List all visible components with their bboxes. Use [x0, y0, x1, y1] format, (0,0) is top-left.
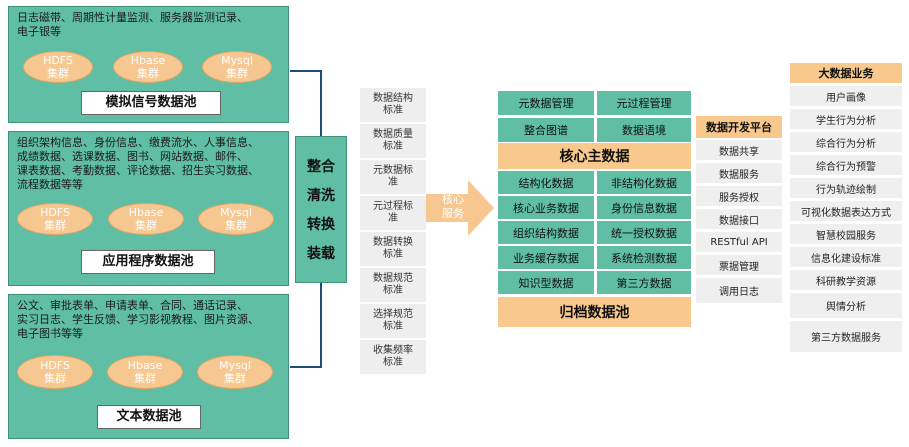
core-grid-item: 组织结构数据	[498, 221, 594, 244]
platform-item: 服务授权	[696, 186, 782, 206]
core-grid-item: 核心业务数据	[498, 196, 594, 219]
core-grid-item: 结构化数据	[498, 171, 594, 194]
business-item: 用户画像	[790, 86, 902, 106]
core-grid-item: 第三方数据	[597, 271, 691, 294]
core-grid-item: 身份信息数据	[597, 196, 691, 219]
business-item: 科研教学资源	[790, 270, 902, 290]
core-grid-item: 业务缓存数据	[498, 246, 594, 269]
business-item: 可视化数据表达方式	[790, 201, 902, 221]
pool-description: 组织架构信息、身份信息、缴费流水、人事信息、 成绩数据、选课数据、图书、网站数据…	[17, 136, 259, 191]
platform-item: 调用日志	[696, 278, 782, 303]
core-top-item: 元数据管理	[498, 91, 594, 115]
platform-title: 数据开发平台	[696, 116, 782, 138]
core-grid-item: 统一授权数据	[597, 221, 691, 244]
business-item: 综合行为分析	[790, 132, 902, 152]
platform-item: RESTful API	[696, 232, 782, 252]
platform-item: 数据服务	[696, 163, 782, 183]
standard-item: 数据规范标准	[360, 268, 426, 302]
core-top-item: 元过程管理	[597, 91, 691, 115]
standard-item: 收集频率标准	[360, 340, 426, 374]
standards-column: 数据结构标准 数据质量标准 元数据标准 元过程标准 数据转换标准 数据规范标准 …	[360, 88, 426, 378]
process-box: 整合 清洗 转换 装载	[295, 136, 347, 283]
platform-item: 票据管理	[696, 255, 782, 275]
core-service-arrow	[426, 180, 494, 236]
business-title: 大数据业务	[790, 63, 902, 83]
core-grid-item: 系统检测数据	[597, 246, 691, 269]
pool-text: 公文、审批表单、申请表单、合同、通话记录、 实习日志、学生反馈、学习影视教程、图…	[8, 294, 289, 439]
platform-item: 数据接口	[696, 209, 782, 229]
business-item: 行为轨迹绘制	[790, 178, 902, 198]
standard-item: 数据结构标准	[360, 88, 426, 122]
business-item: 舆情分析	[790, 293, 902, 318]
standard-item: 元过程标准	[360, 196, 426, 230]
core-grid-item: 非结构化数据	[597, 171, 691, 194]
core-title: 核心主数据	[498, 143, 691, 169]
arrow-label: 核心服务	[442, 193, 464, 220]
business-item: 智慧校园服务	[790, 224, 902, 244]
standard-item: 元数据标准	[360, 160, 426, 194]
business-item: 学生行为分析	[790, 109, 902, 129]
core-top-item: 整合图谱	[498, 118, 594, 142]
pool-description: 公文、审批表单、申请表单、合同、通话记录、 实习日志、学生反馈、学习影视教程、图…	[17, 299, 259, 340]
platform-item: 数据共享	[696, 140, 782, 160]
pool-title: 应用程序数据池	[81, 250, 215, 274]
core-top-item: 数据语境	[597, 118, 691, 142]
pool-description: 日志磁带、周期性计量监测、服务器监测记录、 电子银等	[17, 11, 248, 38]
standard-item: 数据质量标准	[360, 124, 426, 158]
business-item: 综合行为预警	[790, 155, 902, 175]
standard-item: 数据转换标准	[360, 232, 426, 266]
archive-pool: 归档数据池	[498, 297, 691, 327]
pool-title: 模拟信号数据池	[81, 91, 221, 115]
business-item: 第三方数据服务	[790, 321, 902, 352]
core-grid-item: 知识型数据	[498, 271, 594, 294]
business-item: 信息化建设标准	[790, 247, 902, 267]
standard-item: 选择规范标准	[360, 304, 426, 338]
pool-application: 组织架构信息、身份信息、缴费流水、人事信息、 成绩数据、选课数据、图书、网站数据…	[8, 131, 289, 286]
pool-title: 文本数据池	[97, 405, 201, 429]
